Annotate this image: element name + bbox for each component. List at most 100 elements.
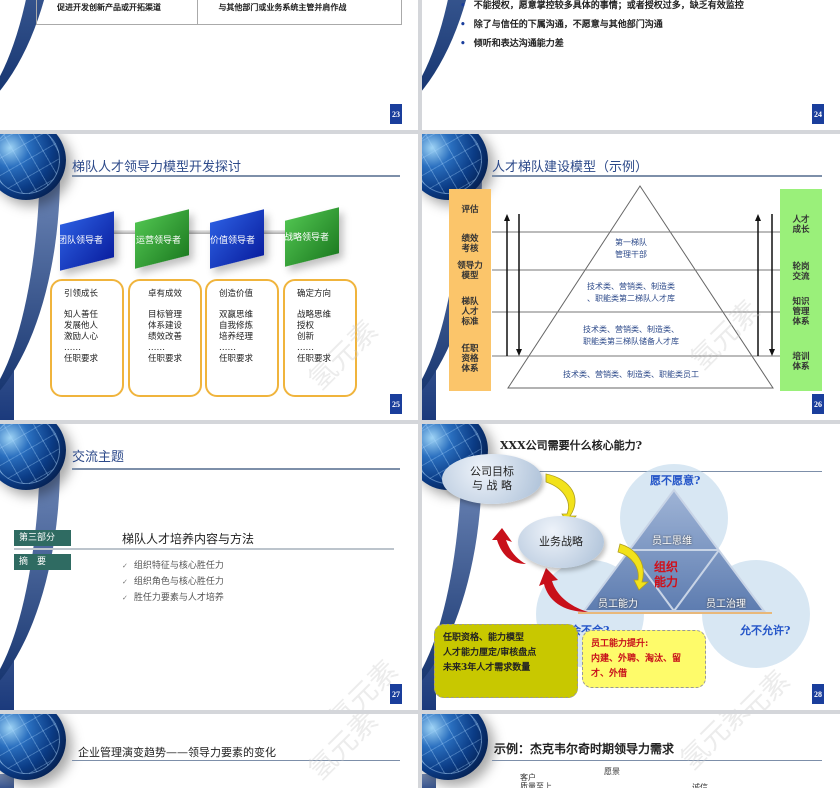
card-item: 发展他人 [64, 321, 99, 331]
check-item: 胜任力要素与人才培养 [122, 590, 224, 606]
table-cell: 促进开发创新产品或开拓渠道 [57, 2, 161, 12]
cube-connector [100, 230, 300, 234]
cube-label: 战略领导者 [284, 233, 330, 243]
card-heading: 卓有成效 [148, 289, 183, 299]
tri-label-ability: 员工能力 [598, 599, 638, 610]
page-number: 24 [812, 104, 824, 124]
core-capability: 组织 能力 [654, 560, 679, 589]
right-label: 培训 体系 [792, 352, 810, 372]
check-item: 组织角色与核心胜任力 [122, 574, 224, 590]
card-item: 培养经理 [219, 332, 254, 342]
left-label: 领导力 模型 [457, 261, 483, 281]
slide-title: 示例：杰克韦尔奇时期领导力需求 [494, 742, 675, 756]
slide-title: 人才梯队建设模型（示例） [492, 160, 649, 175]
note-body: 内建、外聘、淘汰、留 才、外借 [591, 654, 682, 679]
note-ability-improvement: 员工能力提升: 内建、外聘、淘汰、留 才、外借 [582, 630, 706, 688]
capability-triangle [492, 473, 772, 614]
tri-label-governance: 员工治理 [706, 599, 746, 610]
bullet-item: 倾听和表达沟通能力差 [460, 35, 744, 54]
left-label: 评估 [461, 205, 479, 215]
diagram-label-integrity: 诚信 [692, 783, 708, 788]
diagram-label-quality: 质量至上 [520, 782, 552, 788]
slide-title: 交流主题 [72, 450, 125, 465]
checklist: 组织特征与核心胜任力 组织角色与核心胜任力 胜任力要素与人才培养 [122, 558, 224, 606]
section-heading: 梯队人才培养内容与方法 [122, 532, 255, 546]
card-heading: 确定方向 [297, 289, 332, 299]
slide-24[interactable]: 不能授权，愿意掌控较多具体的事情；或者授权过多，缺乏有效监控 除了与信任的下属沟… [422, 0, 840, 130]
competency-card: 创造价值 双赢思维 自我修炼 培养经理 …… 任职要求 [205, 279, 279, 397]
card-item: 目标管理 [148, 310, 183, 320]
card-footer: 任职要求 [219, 354, 254, 364]
part-tag: 第三部分 [14, 530, 71, 546]
page-number: 25 [390, 394, 402, 414]
page-number: 27 [390, 684, 402, 704]
card-item: 激励人心 [64, 332, 99, 342]
card-ellipsis: …… [219, 343, 236, 353]
bullet-item: 除了与信任的下属沟通，不愿意与其他部门沟通 [460, 16, 744, 35]
oval-business-strategy: 业务战略 [518, 516, 604, 568]
slide-28[interactable]: XXX公司需要什么核心能力? 愿不愿意? 会不会? 允不允许? [422, 424, 840, 710]
globe-icon [0, 424, 66, 490]
page-number: 23 [390, 104, 402, 124]
card-item: 授权 [297, 321, 315, 331]
table-cell: 与其他部门或业务系统主管并肩作战 [197, 0, 401, 24]
card-footer: 任职要求 [148, 354, 183, 364]
card-item: 体系建设 [148, 321, 183, 331]
check-item: 组织特征与核心胜任力 [122, 558, 224, 574]
question-willing: 愿不愿意? [650, 474, 701, 487]
tier-label: 技术类、营销类、制造类 、职能类第二梯队人才库 [587, 282, 675, 303]
title-rule [492, 760, 822, 761]
title-rule [492, 175, 822, 177]
globe-icon [0, 134, 66, 200]
title-rule [72, 760, 400, 761]
slide-title: XXX公司需要什么核心能力? [500, 439, 643, 452]
slide-title: 梯队人才领导力模型开发探讨 [72, 160, 242, 175]
card-heading: 创造价值 [219, 289, 254, 299]
diagram-label-vision: 愿景 [604, 767, 620, 776]
note-title: 员工能力提升: [591, 639, 649, 649]
globe-icon [0, 714, 66, 780]
tier-label: 技术类、营销类、制造类、职能类员工 [563, 370, 699, 379]
card-item: 战略思维 [297, 310, 332, 320]
slide-30[interactable]: 示例：杰克韦尔奇时期领导力需求 愿景 客户 质量至上 诚信 氢元素 [422, 714, 840, 788]
competency-card: 卓有成效 目标管理 体系建设 绩效改善 …… 任职要求 [128, 279, 202, 397]
card-item: 自我修炼 [219, 321, 254, 331]
slide-26[interactable]: 人才梯队建设模型（示例） 评估 绩效 考核 领导力 模型 梯队 人才 标准 任职… [422, 134, 840, 420]
section-rule [14, 548, 394, 550]
card-ellipsis: …… [148, 343, 165, 353]
diagram-label-customer: 客户 [520, 773, 536, 782]
pyramid-diagram [492, 185, 780, 389]
competency-card: 确定方向 战略思维 授权 创新 …… 任职要求 [283, 279, 357, 397]
card-item: 绩效改善 [148, 332, 183, 342]
card-footer: 任职要求 [64, 354, 99, 364]
globe-icon [422, 714, 488, 780]
comparison-table-row: 促进开发创新产品或开拓渠道 与其他部门或业务系统主管并肩作战 [36, 0, 402, 25]
title-rule [72, 175, 400, 177]
card-ellipsis: …… [64, 343, 81, 353]
right-label: 知识 管理 体系 [792, 297, 810, 327]
slide-29[interactable]: 企业管理演变趋势——领导力要素的变化 氢元素 [0, 714, 418, 788]
page-number: 28 [812, 684, 824, 704]
right-label: 轮岗 交流 [792, 262, 810, 282]
cube-label: 运营领导者 [136, 236, 182, 246]
right-label-column: 人才 成长 轮岗 交流 知识 管理 体系 培训 体系 [780, 189, 822, 391]
cube-label: 价值领导者 [210, 236, 256, 246]
page-number: 26 [812, 394, 824, 414]
left-label: 任职 资格 体系 [461, 344, 479, 374]
competency-card: 引领成长 知人善任 发展他人 激励人心 …… 任职要求 [50, 279, 124, 397]
bullet-list: 不能授权，愿意掌控较多具体的事情；或者授权过多，缺乏有效监控 除了与信任的下属沟… [460, 0, 744, 54]
card-item: 创新 [297, 332, 315, 342]
watermark: 氢元素 [301, 714, 385, 787]
card-ellipsis: …… [297, 343, 314, 353]
note-line: 人才能力厘定/审核盘点 [443, 648, 537, 658]
slide-23[interactable]: 促进开发创新产品或开拓渠道 与其他部门或业务系统主管并肩作战 23 [0, 0, 418, 130]
cube-label: 团队领导者 [58, 236, 104, 246]
slide-27[interactable]: 交流主题 第三部分 梯队人才培养内容与方法 摘 要 组织特征与核心胜任力 组织角… [0, 424, 418, 710]
slide-25[interactable]: 梯队人才领导力模型开发探讨 团队领导者 运营领导者 价值领导者 战略领导者 引领… [0, 134, 418, 420]
card-item: 双赢思维 [219, 310, 254, 320]
title-rule [72, 468, 400, 470]
note-line: 未来3年人才需求数量 [443, 663, 531, 673]
tier-label: 技术类、营销类、制造类、 职能类第三梯队储备人才库 [583, 325, 679, 346]
note-line: 任职资格、能力模型 [443, 633, 525, 643]
